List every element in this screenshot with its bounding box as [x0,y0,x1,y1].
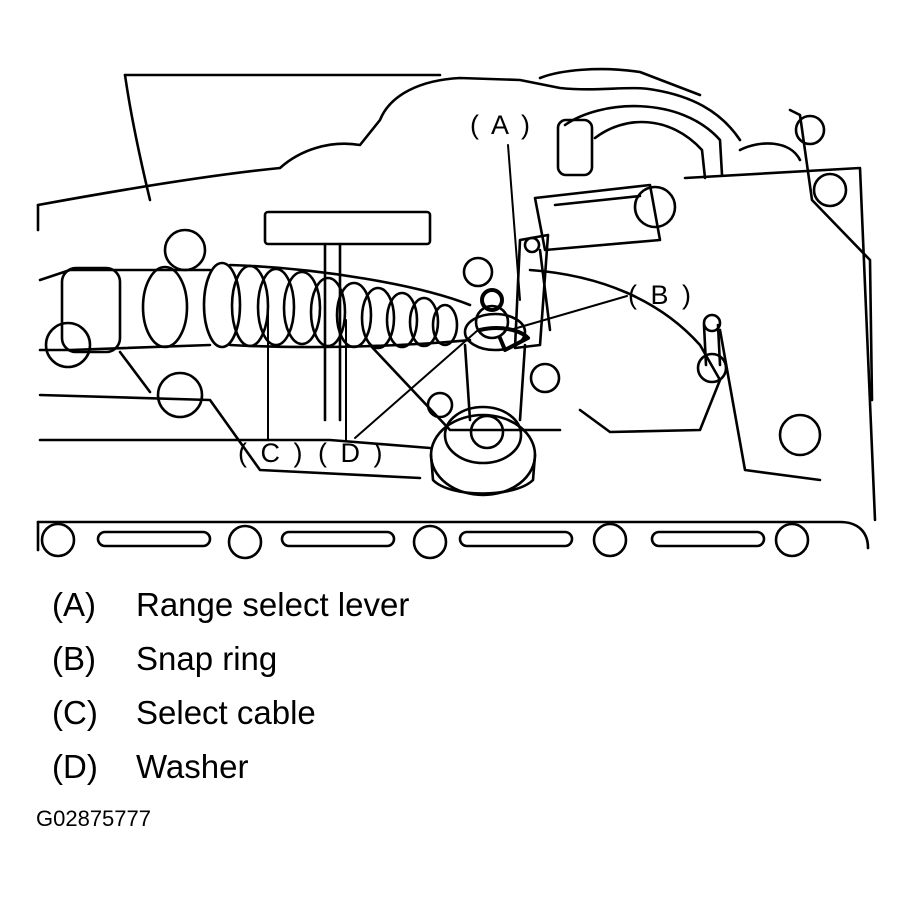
parts-legend: (A) Range select lever (B) Snap ring (C)… [52,578,409,794]
upper-slot [263,210,432,422]
legend-item: (D) Washer [52,740,409,794]
legend-label: Select cable [136,694,316,731]
figure-id: G02875777 [36,806,151,831]
right-housing [683,108,877,522]
callout-a: ( A ) [470,110,533,140]
upper-housing [36,67,742,232]
hose-pipe [556,104,724,180]
callout-d: ( D ) [318,438,385,468]
cable-housing [38,228,432,480]
legend-key: (A) [52,586,96,623]
manual-shaft-bolt [429,405,537,497]
transmission-line-drawing: ( A ) ( B ) ( C ) ( D ) [36,67,877,560]
legend-label: Range select lever [136,586,410,623]
leader-lines [267,144,628,441]
callout-b: ( B ) [628,280,694,310]
legend-item: (B) Snap ring [52,632,409,686]
legend-key: (B) [52,640,96,677]
select-cable-bellows [202,261,472,350]
callout-c: ( C ) [238,438,305,468]
legend-item: (C) Select cable [52,686,409,740]
legend-item: (A) Range select lever [52,578,409,632]
valve-body-plate [368,268,728,434]
legend-key: (D) [52,748,98,785]
legend-label: Washer [136,748,249,785]
lower-rail [36,520,870,560]
legend-key: (C) [52,694,98,731]
legend-label: Snap ring [136,640,278,677]
range-select-lever [426,233,561,422]
